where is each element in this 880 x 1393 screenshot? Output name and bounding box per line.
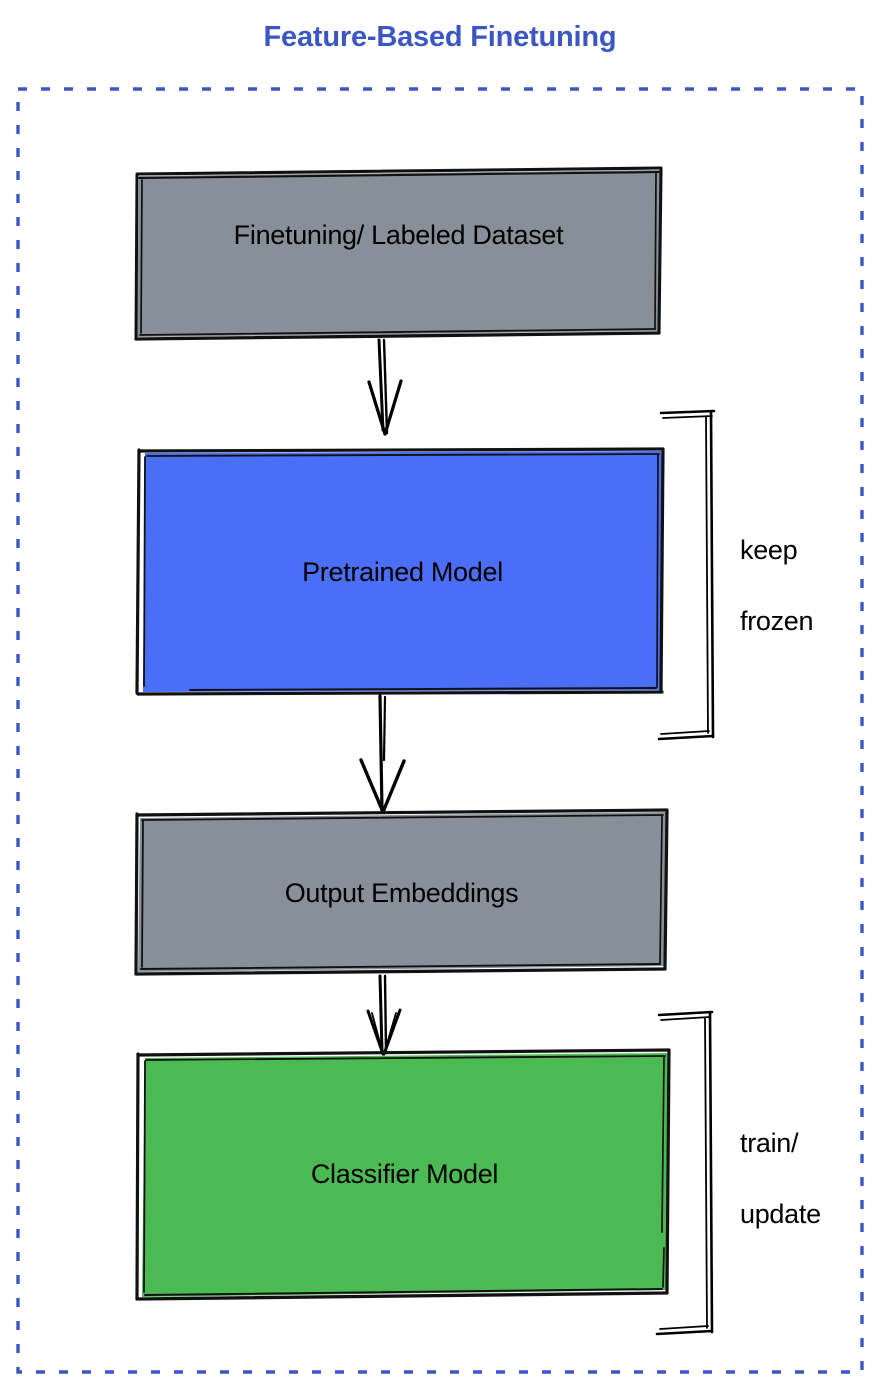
annotation-train-update: train/ update: [740, 1090, 821, 1268]
node-output-embeddings[interactable]: [136, 810, 668, 973]
node-label-classifier-model: Classifier Model: [310, 1159, 499, 1189]
arrow-dataset-to-pretrained: [367, 338, 403, 436]
annotation-keep-frozen-line2: frozen: [740, 605, 814, 636]
annotation-keep-frozen: keep frozen: [740, 497, 814, 675]
node-pretrained-model[interactable]: [137, 449, 664, 694]
arrow-pretrained-to-embeddings: [359, 694, 406, 814]
node-label-pretrained-model: Pretrained Model: [302, 557, 503, 587]
arrow-embeddings-to-classifier: [366, 974, 402, 1056]
bracket-keep-frozen: [657, 409, 716, 741]
node-dataset[interactable]: [137, 170, 662, 338]
node-classifier-model[interactable]: [137, 1050, 670, 1299]
annotation-train-update-line2: update: [740, 1198, 821, 1229]
page-title: Feature-Based Finetuning: [263, 21, 617, 53]
annotation-keep-frozen-line1: keep: [740, 534, 798, 565]
node-label-dataset: Finetuning/ Labeled Dataset: [233, 220, 564, 250]
annotation-train-update-line1: train/: [740, 1127, 799, 1158]
node-label-output-embeddings: Output Embeddings: [284, 878, 519, 908]
